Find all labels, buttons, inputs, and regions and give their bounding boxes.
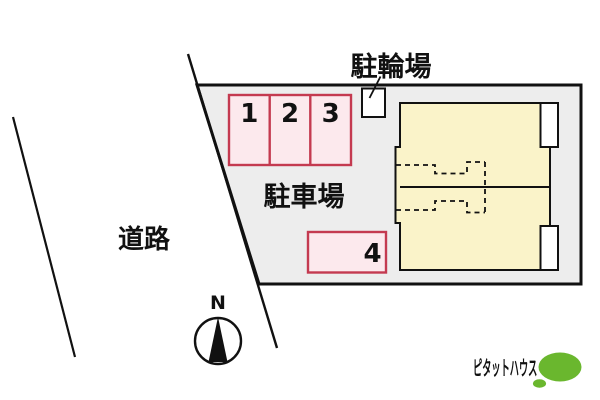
space-number-2: 2 [281, 99, 299, 129]
plot-boundary-diagonal-line [186, 53, 279, 349]
brand-logo: ピタットハウス [473, 352, 582, 388]
parking-space-4 [306, 230, 388, 274]
compass: N [193, 292, 243, 366]
space-number-4: 4 [363, 239, 381, 269]
space-number-3: 3 [322, 99, 340, 129]
dashed-upper-unit-line [396, 161, 485, 175]
space-number-1: 1 [240, 99, 258, 129]
logo-speech-bubble-tail-icon [532, 379, 547, 388]
bicycle-parking-box [361, 87, 386, 118]
compass-north-label: N [210, 292, 226, 314]
dashed-lower-unit-line [396, 200, 485, 214]
bicycle-parking-label: 駐輪場 [351, 51, 432, 83]
brand-logo-text: ピタットハウス [473, 357, 537, 380]
balcony-top [539, 102, 559, 148]
parking-spaces-123 [227, 93, 353, 167]
bicycle-label-pointer-line [368, 76, 382, 99]
compass-needle-icon [208, 317, 228, 362]
road-label: 道路 [118, 224, 171, 255]
balcony-bottom [539, 225, 559, 271]
logo-speech-bubble-icon [538, 352, 582, 382]
parking-lot-label: 駐車場 [264, 182, 345, 213]
road-edge-line [11, 116, 77, 358]
